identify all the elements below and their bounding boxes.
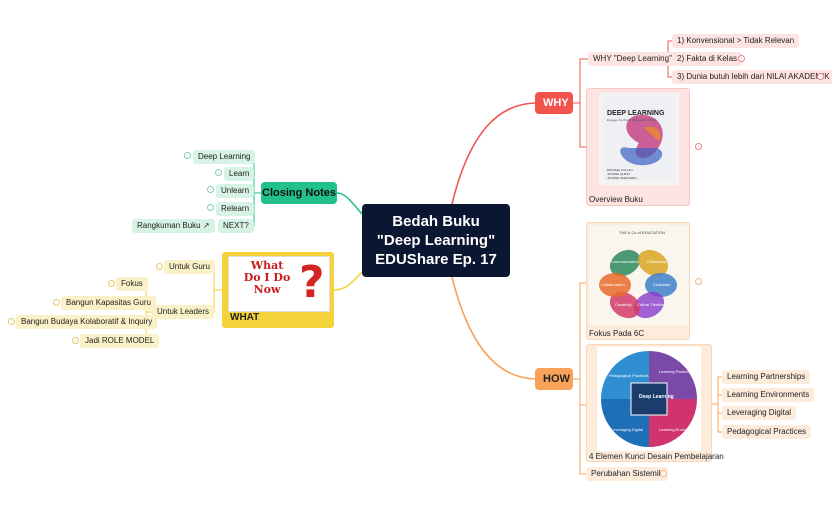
note-badge-icon[interactable]: ◦ — [695, 278, 702, 285]
what-do-i-do-now-image: What Do I Do Now ? — [228, 256, 330, 312]
why-topic[interactable]: WHY — [535, 92, 573, 114]
note-badge-icon[interactable]: ◦ — [215, 169, 222, 176]
wheel-quadrant-3: Learning Environments — [659, 427, 700, 432]
note-badge-icon[interactable]: ◦ — [738, 55, 745, 62]
deep-learning-wheel-image: Deep Learning Pedagogical Practices Lear… — [597, 347, 701, 451]
elemen-kunci-label: 4 Elemen Kunci Desain Pembelajaran — [589, 452, 724, 461]
rangkuman-buku-link[interactable]: Rangkuman Buku ↗ — [132, 219, 215, 233]
book-author-2: JOANNE QUINN — [607, 172, 630, 176]
central-title-line-3: EDUShare Ep. 17 — [375, 251, 497, 268]
wheel-center-label: Deep Learning — [639, 394, 674, 400]
petal-3: Character — [653, 282, 671, 287]
what-image-line-3: Now — [253, 283, 281, 296]
fokus-6c-card[interactable]: THE 6 Cs of EDUCATION Communication Citi… — [586, 222, 690, 340]
why-deep-learning-topic[interactable]: WHY "Deep Learning" — [588, 52, 677, 66]
closing-notes-topic[interactable]: Closing Notes — [261, 182, 337, 204]
central-title-line-1: Bedah Buku — [392, 213, 480, 230]
note-badge-icon[interactable]: ◦ — [817, 73, 824, 80]
note-badge-icon[interactable]: ◦ — [72, 337, 79, 344]
reason-3-topic[interactable]: 3) Dunia butuh lebih dari NILAI AKADEMIK — [672, 70, 832, 84]
book-cover-image: DEEP LEARNING Engage the World Change th… — [599, 93, 679, 185]
rangkuman-buku-label: Rangkuman Buku — [137, 221, 201, 230]
what-label: WHAT — [230, 312, 260, 323]
element-topic-2[interactable]: Learning Environments — [722, 388, 815, 402]
leaders-item-fokus[interactable]: Fokus — [116, 277, 148, 291]
note-badge-icon[interactable]: ◦ — [207, 186, 214, 193]
reason-1-topic[interactable]: 1) Konvensional > Tidak Relevan — [672, 34, 800, 48]
note-badge-icon[interactable]: ◦ — [156, 263, 163, 270]
what-image-line-1: What — [250, 259, 284, 272]
leaders-item-role-model[interactable]: Jadi ROLE MODEL — [80, 334, 160, 348]
book-subtitle: Engage the World Change the World — [607, 118, 656, 122]
element-topic-3[interactable]: Leveraging Digital — [722, 406, 797, 420]
note-badge-icon[interactable]: ◦ — [184, 152, 191, 159]
closing-item-unlearn[interactable]: Unlearn — [216, 184, 255, 198]
closing-item-relearn[interactable]: Relearn — [216, 202, 255, 216]
perubahan-sistemik-topic[interactable]: Perubahan Sistemik — [586, 467, 668, 481]
note-badge-icon[interactable]: ◦ — [8, 318, 15, 325]
what-image-line-2: Do I Do — [243, 271, 291, 284]
wheel-quadrant-4: Leveraging Digital — [611, 427, 643, 432]
overview-buku-card[interactable]: DEEP LEARNING Engage the World Change th… — [586, 88, 690, 206]
note-badge-icon[interactable]: ◦ — [53, 299, 60, 306]
element-topic-1[interactable]: Learning Partnerships — [722, 370, 811, 384]
petal-1: Communication — [611, 259, 639, 264]
central-topic[interactable]: Bedah Buku "Deep Learning" EDUShare Ep. … — [362, 204, 510, 277]
note-badge-icon[interactable]: ◦ — [207, 204, 214, 211]
what-topic[interactable]: What Do I Do Now ? WHAT — [222, 252, 334, 328]
note-badge-icon[interactable]: ◦ — [108, 280, 115, 287]
elemen-kunci-card[interactable]: Deep Learning Pedagogical Practices Lear… — [586, 344, 724, 462]
reason-2-label: 2) Fakta di Kelas — [677, 54, 738, 63]
closing-item-learn[interactable]: Learn — [224, 167, 255, 181]
note-badge-icon[interactable]: ◦ — [695, 143, 702, 150]
external-link-icon: ↗ — [202, 221, 210, 230]
petal-6: Collaboration — [601, 282, 625, 287]
closing-item-deep-learning[interactable]: Deep Learning — [193, 150, 256, 164]
book-title: DEEP LEARNING — [607, 110, 665, 117]
six-c-heading: THE 6 Cs of EDUCATION — [619, 230, 665, 235]
petal-2: Citizenship — [647, 259, 667, 264]
overview-buku-label: Overview Buku — [589, 195, 643, 204]
reason-2-topic[interactable]: 2) Fakta di Kelas — [672, 52, 743, 66]
central-title-line-2: "Deep Learning" — [376, 232, 496, 249]
petal-5: Creativity — [615, 302, 632, 307]
note-badge-icon[interactable]: ◦ — [660, 470, 667, 477]
book-author-1: MICHAEL FULLAN — [607, 168, 633, 172]
how-topic[interactable]: HOW — [535, 368, 573, 390]
wheel-quadrant-2: Learning Partnerships — [659, 369, 698, 374]
element-topic-4[interactable]: Pedagogical Practices — [722, 425, 812, 439]
wheel-quadrant-1: Pedagogical Practices — [609, 373, 649, 378]
untuk-guru-topic[interactable]: Untuk Guru — [164, 260, 215, 274]
book-author-3: JOANNE McEACHEN — [607, 176, 637, 180]
leaders-item-kapasitas[interactable]: Bangun Kapasitas Guru — [61, 296, 156, 310]
petal-4: Critical Thinking — [637, 302, 665, 307]
closing-item-next[interactable]: NEXT? — [218, 219, 254, 233]
untuk-leaders-topic[interactable]: Untuk Leaders — [152, 305, 215, 319]
six-c-image: THE 6 Cs of EDUCATION Communication Citi… — [589, 225, 689, 325]
question-mark-icon: ? — [299, 257, 325, 308]
fokus-6c-label: Fokus Pada 6C — [589, 329, 645, 338]
leaders-item-budaya[interactable]: Bangun Budaya Kolaboratif & Inquiry — [16, 315, 158, 329]
